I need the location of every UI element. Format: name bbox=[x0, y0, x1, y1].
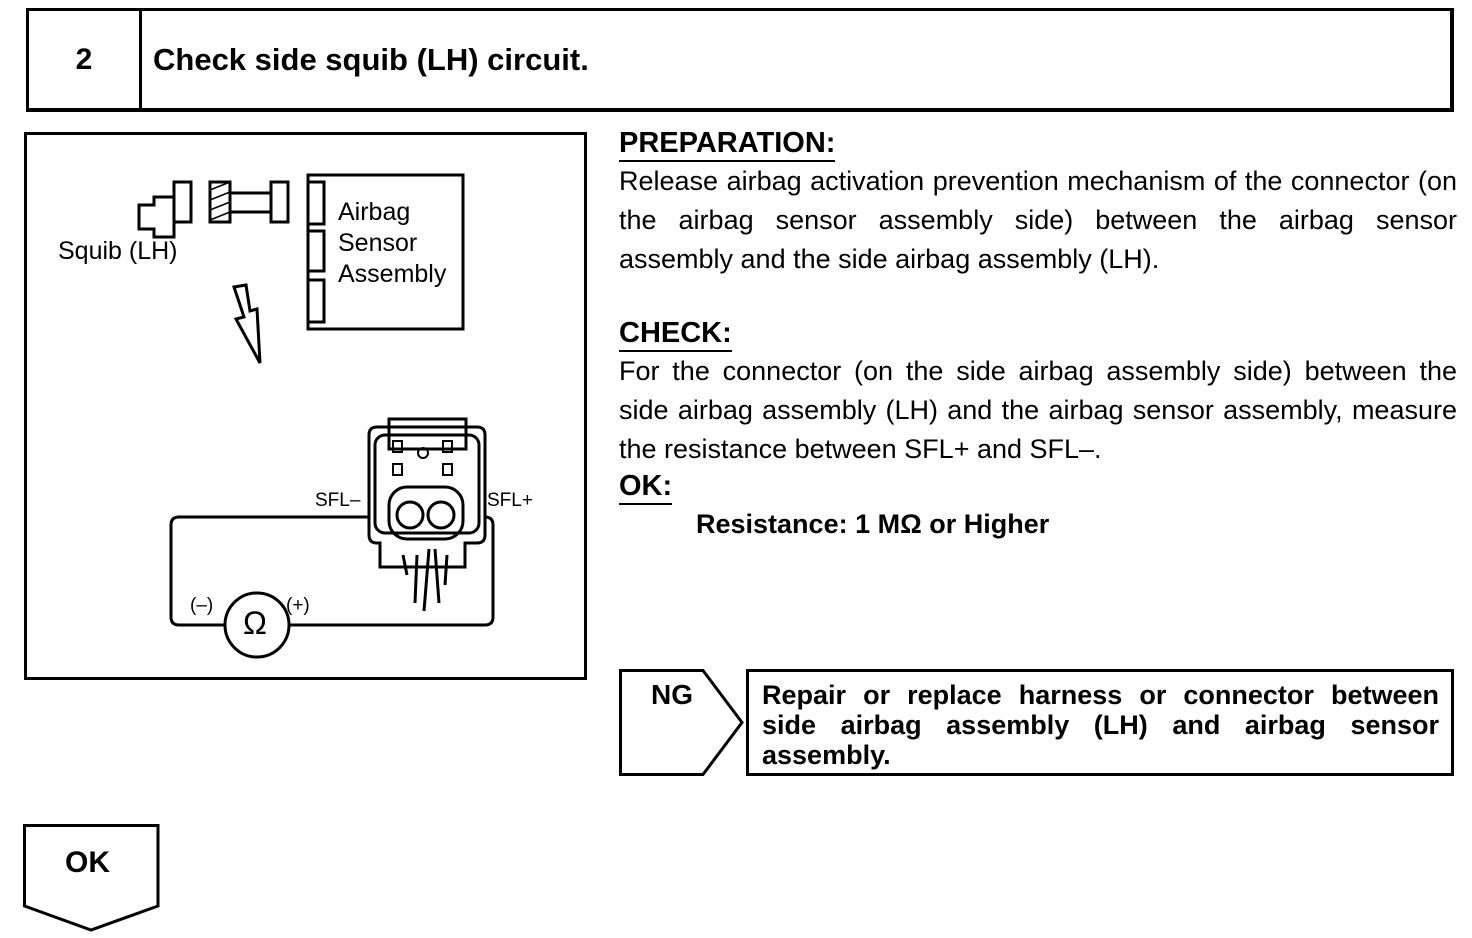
ng-branch: NG bbox=[619, 669, 745, 776]
connector-top-latch bbox=[387, 417, 468, 451]
connector-housing bbox=[367, 425, 487, 569]
squib-label: Squib (LH) bbox=[58, 237, 178, 265]
squib-body bbox=[172, 180, 193, 224]
terminal-minus-label: SFL– bbox=[315, 490, 361, 511]
check-text: For the connector (on the side airbag as… bbox=[619, 356, 1457, 464]
lead-minus bbox=[169, 515, 369, 627]
diagram-drawing bbox=[137, 173, 495, 659]
instruction-text: PREPARATION: Release airbag activation p… bbox=[619, 126, 1457, 543]
resistance-spec: Resistance: 1 MΩ or Higher bbox=[696, 509, 1050, 539]
lead-plus bbox=[289, 515, 495, 627]
ok-arrow-shape bbox=[23, 824, 160, 932]
down-arrow bbox=[232, 283, 262, 364]
meter-plus-label: (+) bbox=[286, 595, 310, 616]
sensor-label-line1: Airbag bbox=[338, 198, 411, 226]
preparation-text: Release airbag activation prevention mec… bbox=[619, 166, 1457, 274]
terminal-plus-label: SFL+ bbox=[487, 490, 533, 511]
ng-label: NG bbox=[651, 679, 693, 710]
step-number: 2 bbox=[29, 11, 142, 108]
squib-plug bbox=[137, 195, 176, 239]
ng-action-box: Repair or replace harness or connector b… bbox=[746, 669, 1454, 776]
ng-arrow-shape bbox=[619, 669, 744, 776]
check-heading: CHECK: bbox=[619, 316, 732, 352]
ohm-symbol: Ω bbox=[243, 605, 267, 641]
sensor-side-connector bbox=[269, 180, 290, 224]
ok-heading: OK: bbox=[619, 469, 673, 505]
preparation-heading: PREPARATION: bbox=[619, 126, 836, 162]
ok-label: OK bbox=[65, 846, 110, 879]
ohmmeter-icon bbox=[223, 591, 291, 659]
connector-diagram: Squib (LH) Airbag Sensor Assembly SFL– S… bbox=[24, 132, 587, 680]
meter-minus-label: (–) bbox=[190, 595, 214, 616]
ok-branch: OK bbox=[23, 824, 161, 932]
sensor-label-line2: Sensor bbox=[338, 229, 418, 257]
ng-action-text: Repair or replace harness or connector b… bbox=[762, 680, 1439, 770]
step-header: 2 Check side squib (LH) circuit. bbox=[26, 8, 1454, 112]
step-title: Check side squib (LH) circuit. bbox=[153, 41, 589, 77]
sensor-label-line3: Assembly bbox=[338, 260, 447, 288]
